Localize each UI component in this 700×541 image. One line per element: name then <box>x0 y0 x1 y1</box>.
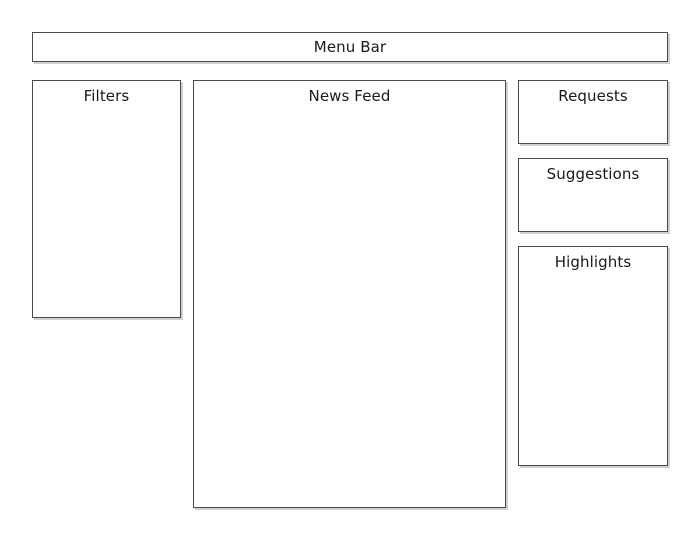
suggestions-panel[interactable]: Suggestions <box>518 158 668 232</box>
highlights-label: Highlights <box>554 253 632 271</box>
menu-bar-content-area <box>33 59 667 61</box>
requests-panel[interactable]: Requests <box>518 80 668 144</box>
menu-bar-panel[interactable]: Menu Bar <box>32 32 668 62</box>
suggestions-label: Suggestions <box>546 165 640 183</box>
news-feed-label: News Feed <box>308 87 391 105</box>
news-feed-panel[interactable]: News Feed <box>193 80 506 508</box>
menu-bar-label: Menu Bar <box>313 38 387 56</box>
highlights-panel[interactable]: Highlights <box>518 246 668 466</box>
filters-content-area <box>33 107 180 317</box>
filters-panel[interactable]: Filters <box>32 80 181 318</box>
highlights-content-area <box>519 273 667 465</box>
requests-label: Requests <box>558 87 628 105</box>
filters-label: Filters <box>83 87 130 105</box>
requests-content-area <box>519 107 667 143</box>
news-feed-content-area <box>194 107 505 507</box>
suggestions-content-area <box>519 185 667 231</box>
